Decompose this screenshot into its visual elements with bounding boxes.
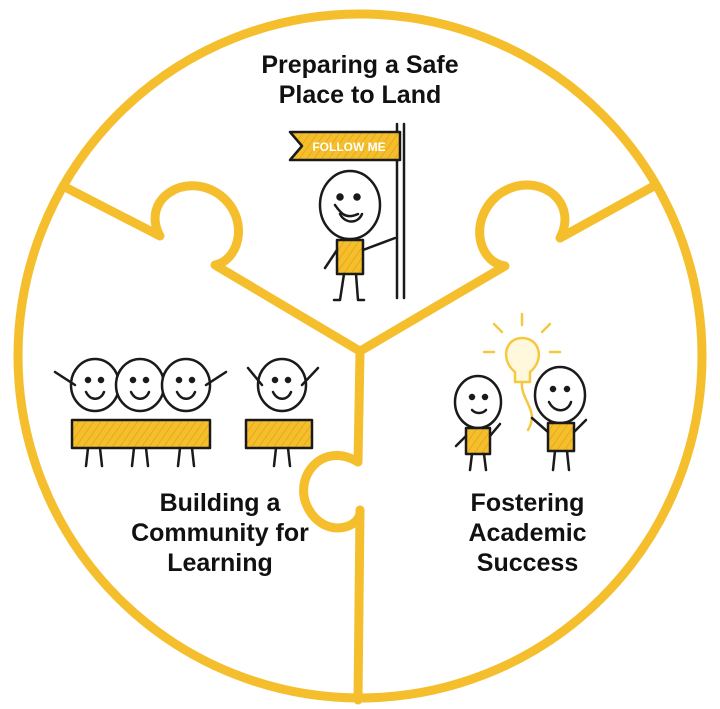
flag-banner bbox=[288, 130, 402, 162]
section-title-preparing: Preparing a Safe Place to Land bbox=[200, 50, 520, 110]
lightbulb-idea-figures-icon bbox=[453, 312, 588, 472]
section-title-fostering: Fostering Academic Success bbox=[405, 488, 650, 578]
section-title-line: Academic bbox=[468, 519, 587, 547]
section-title-line: Community for bbox=[131, 519, 309, 547]
puzzle-divider-lines bbox=[58, 180, 659, 705]
section-title-line: Fostering bbox=[470, 489, 585, 517]
follow-me-figure-icon: FOLLOW ME bbox=[288, 122, 406, 302]
section-title-line: Success bbox=[476, 549, 579, 577]
section-title-line: Place to Land bbox=[278, 81, 442, 109]
flag-text: FOLLOW ME bbox=[312, 140, 385, 154]
section-title-line: Building a bbox=[159, 489, 281, 517]
right-puzzle-divider bbox=[357, 180, 659, 355]
community-figures-icon bbox=[53, 357, 320, 468]
section-title-line: Preparing a Safe bbox=[261, 51, 459, 79]
section-title-line: Learning bbox=[167, 549, 273, 577]
left-puzzle-divider bbox=[58, 181, 363, 355]
bottom-puzzle-divider bbox=[299, 347, 365, 705]
section-title-building: Building a Community for Learning bbox=[85, 488, 355, 578]
